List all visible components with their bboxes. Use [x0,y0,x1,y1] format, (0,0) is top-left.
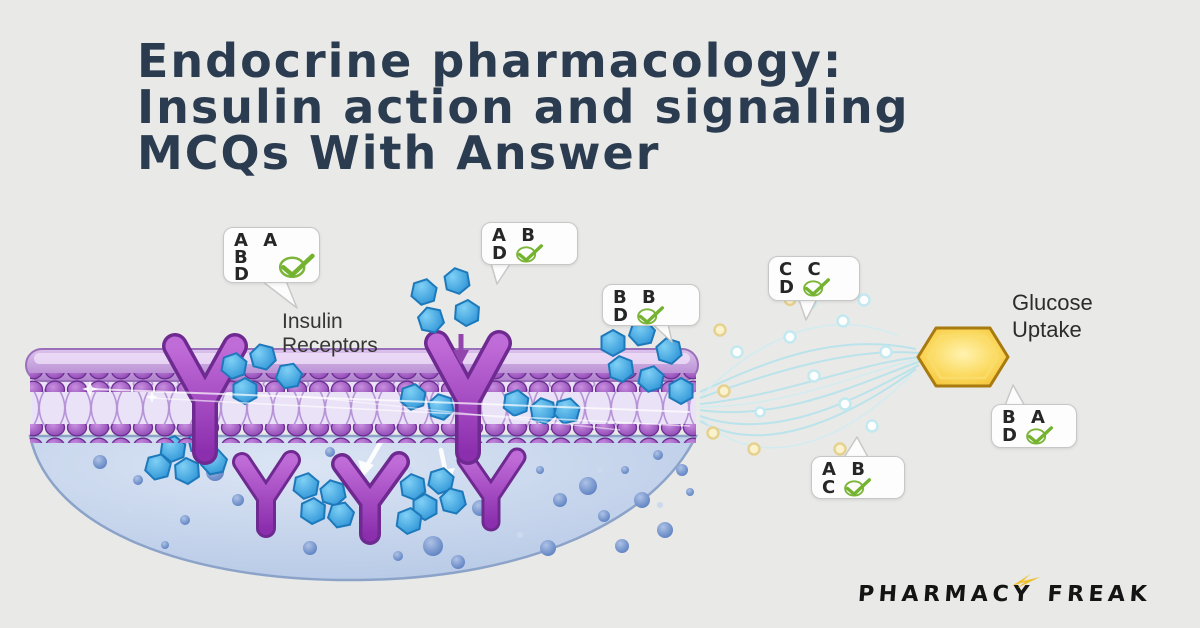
answer-bubble-3: B B D [602,284,700,326]
glucose-label-line2: Uptake [1012,317,1082,342]
bubble-options-row: B A [1002,407,1045,428]
signal-flow-lines [699,323,922,449]
small-dots [127,467,663,538]
bubble-options-row: C C [779,259,821,280]
insulin-label-line1: Insulin [282,310,343,333]
answer-letter: D [1002,425,1017,446]
title-line-1: Endocrine pharmacology: [137,34,844,88]
vesicles [93,447,694,569]
bubble-options-row: B [234,247,248,268]
check-icon [803,278,830,297]
answer-letter: D [234,264,249,285]
check-icon [637,306,664,325]
membrane-signal-streaks [91,388,691,431]
bubble-answer-row: D [492,244,567,263]
insulin-label-line2: Receptors [282,334,378,357]
answer-letter: C [822,477,836,498]
glucose-hexagon [916,326,1010,388]
bubble-options-row: B B [613,287,656,308]
check-icon [1026,426,1053,445]
answer-bubble-4: C C D [768,256,860,301]
answer-bubble-5: B A D [991,404,1077,448]
answer-letter: D [779,277,794,298]
bubble-options-row: A A [234,230,278,251]
bubble-answer-row: D [779,278,849,297]
answer-bubble-6: A B C [811,456,905,499]
sparkle-icons [82,381,158,403]
check-icon [278,253,315,279]
plasma-membrane [25,348,699,443]
insulin-receptors-label: Insulin Receptors [282,310,378,358]
bubble-answer-row: D [234,264,309,285]
bubble-answer-row: D [613,306,689,325]
title-line-3: MCQs With Answer [137,126,661,180]
page-title: Endocrine pharmacology: Insulin action a… [137,38,910,176]
bubble-answer-row: C [822,478,894,497]
answer-letter: D [613,305,628,326]
title-line-2: Insulin action and signaling [137,80,910,134]
bubble-answer-row: D [1002,426,1066,445]
signal-particles [706,293,893,456]
bubble-options-row: A B [822,459,865,480]
insulin-receptors-membrane [162,330,512,465]
insulin-receptors-intracellular [232,447,527,545]
logo-word-freak: FREAK [1046,582,1152,607]
check-icon [516,244,543,263]
pharmacy-freak-logo: PHARMACY FREAK [857,574,1152,607]
bubble-options-row: A B [492,225,535,246]
answer-bubble-1: A A B D [223,227,320,285]
glucose-label-line1: Glucose [1012,290,1093,315]
check-icon [844,478,872,497]
answer-letter: D [492,243,507,264]
glucose-uptake-label: Glucose Uptake [1012,289,1093,343]
answer-bubble-2: A B D [481,222,578,265]
binding-arrow-icon [453,334,469,365]
lightning-bolt-icon [1011,574,1041,588]
